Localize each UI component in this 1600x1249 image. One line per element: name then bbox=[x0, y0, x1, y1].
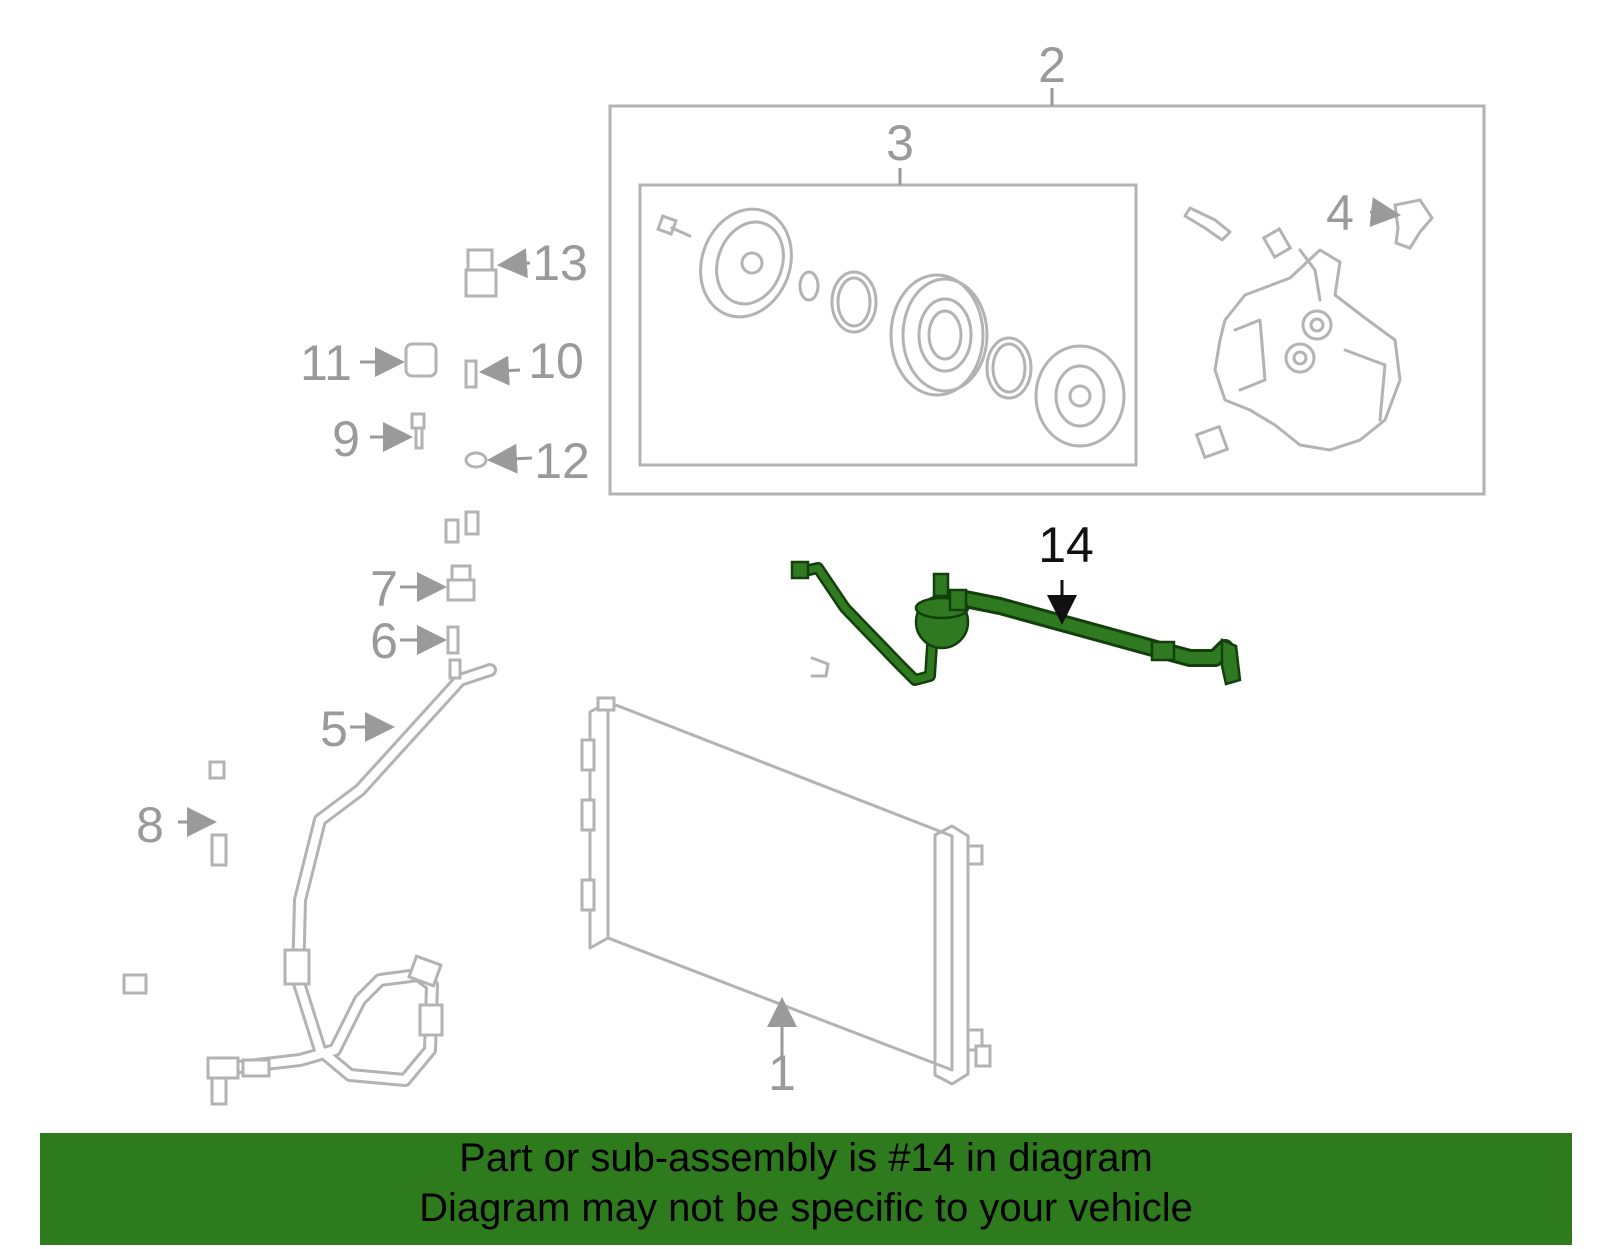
callout-4: 4 bbox=[1326, 185, 1354, 241]
banner-line-1: Part or sub-assembly is #14 in diagram bbox=[459, 1136, 1153, 1180]
pressure-switch bbox=[1393, 198, 1434, 250]
clutch-pulley bbox=[889, 273, 989, 397]
shim-ring bbox=[830, 270, 878, 334]
part-8-liquid-line bbox=[122, 510, 830, 995]
relief-valve bbox=[1183, 206, 1293, 260]
callout-10: 10 bbox=[528, 333, 584, 389]
callout-11: 11 bbox=[300, 335, 352, 391]
part-10-valve-core bbox=[464, 359, 478, 389]
part-12-o-ring bbox=[464, 451, 488, 469]
compressor-plug bbox=[1194, 424, 1230, 460]
callout-6: 6 bbox=[370, 613, 398, 669]
snap-ring bbox=[798, 270, 820, 302]
pulley-ring bbox=[985, 336, 1033, 400]
field-coil bbox=[1034, 344, 1126, 448]
callout-3: 3 bbox=[886, 115, 914, 171]
clutch-hub bbox=[699, 207, 793, 319]
part-13-cap bbox=[464, 248, 498, 298]
callout-1: 1 bbox=[768, 1045, 796, 1101]
info-banner: Part or sub-assembly is #14 in diagram D… bbox=[40, 1133, 1572, 1245]
banner-line-2: Diagram may not be specific to your vehi… bbox=[419, 1186, 1193, 1230]
clutch-bolt bbox=[656, 214, 692, 238]
callout-14: 14 bbox=[1038, 517, 1094, 573]
callout-9: 9 bbox=[332, 411, 360, 467]
part-9-valve bbox=[410, 412, 426, 450]
part-1-condenser bbox=[580, 696, 992, 1086]
compressor-assembly-box bbox=[608, 88, 1486, 496]
callout-2: 2 bbox=[1038, 37, 1066, 93]
part-7-cap bbox=[446, 564, 476, 602]
callout-7: 7 bbox=[370, 561, 398, 617]
callout-8: 8 bbox=[136, 797, 164, 853]
part-6-valve-core bbox=[446, 625, 460, 655]
part-5-hose bbox=[206, 658, 497, 1106]
compressor-body bbox=[1213, 248, 1402, 452]
callout-12: 12 bbox=[534, 433, 590, 489]
clutch-assembly-box bbox=[638, 168, 1138, 467]
part-11-cap bbox=[404, 342, 438, 378]
callout-13: 13 bbox=[532, 235, 588, 291]
callout-5: 5 bbox=[320, 701, 348, 757]
part-14-hose-assembly bbox=[790, 560, 1242, 686]
